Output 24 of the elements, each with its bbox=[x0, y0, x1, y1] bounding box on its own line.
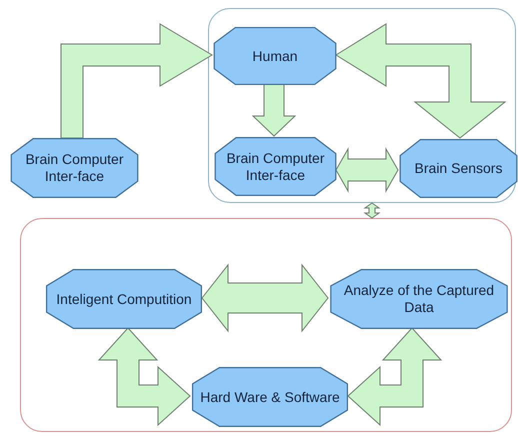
octagon-box bbox=[214, 137, 337, 196]
node-label: Analyze of the Captured Data bbox=[342, 282, 496, 316]
block-arrow bbox=[335, 147, 399, 193]
octagon-box bbox=[45, 269, 203, 329]
node-label: Brain Sensors bbox=[414, 160, 504, 177]
octagon-box bbox=[191, 367, 349, 427]
block-arrow bbox=[60, 23, 213, 138]
node-label: Brain Computer Inter-face bbox=[225, 150, 326, 184]
octagon-box bbox=[213, 27, 337, 85]
octagon-box bbox=[329, 269, 509, 329]
group-panel bbox=[208, 8, 516, 203]
octagon-box bbox=[399, 139, 518, 198]
group-panel bbox=[20, 218, 512, 432]
block-arrow bbox=[335, 23, 506, 139]
block-arrow bbox=[347, 327, 442, 426]
block-arrow bbox=[98, 327, 191, 426]
block-arrow bbox=[363, 202, 381, 219]
block-arrow bbox=[252, 84, 296, 137]
node-label: Inteligent Computition bbox=[55, 290, 193, 308]
octagon-box bbox=[10, 138, 139, 198]
block-arrow bbox=[201, 264, 329, 332]
node-label: Brain Computer Inter-face bbox=[24, 151, 125, 185]
node-label: Human bbox=[251, 48, 299, 64]
node-label: Hard Ware & Software bbox=[199, 388, 341, 406]
